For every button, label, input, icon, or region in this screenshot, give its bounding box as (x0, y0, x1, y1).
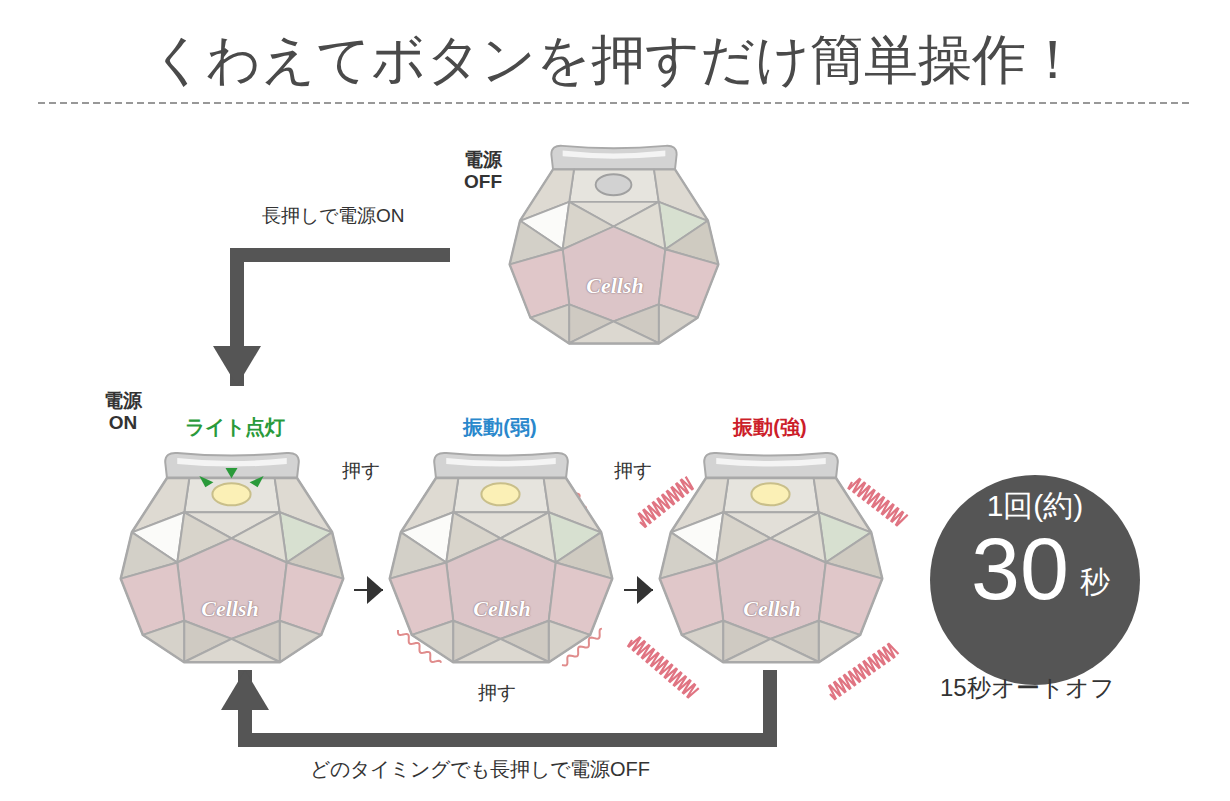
edge-label: 押す (614, 460, 652, 483)
device-state: 電源 OFF Cellsh (450, 143, 725, 348)
edge-label: 押す (478, 682, 516, 705)
state-label: 振動(強) (695, 416, 845, 439)
page-title: くわえてボタンを押すだけ簡単操作！ (0, 28, 1230, 93)
vibration-waves (398, 477, 908, 699)
state-label: 振動(弱) (425, 416, 575, 439)
device-illustration (658, 450, 884, 666)
device-state: 振動(弱) Cellsh (385, 414, 620, 670)
auto-off-note: 15秒オートオフ (940, 674, 1115, 703)
flow-arrow (237, 255, 450, 386)
dashed-rule (38, 102, 1192, 104)
edge-label: 押す (342, 460, 380, 483)
note-text: どのタイミングでも長押しで電源OFF (310, 757, 650, 781)
device-state: 振動(強) Cellsh (655, 414, 890, 670)
flow-arrow (624, 589, 653, 591)
duration-badge: 1回(約)30秒 (930, 475, 1140, 685)
flow-arrow (354, 589, 383, 591)
state-label: ライト点灯 (165, 416, 305, 439)
big-number: 30 (960, 525, 1080, 613)
brand-logo: Cellsh (175, 596, 285, 622)
strong-wave (628, 637, 699, 697)
device-illustration (388, 450, 614, 666)
brand-logo: Cellsh (717, 596, 827, 622)
badge-text: 1回(約) (950, 489, 1120, 524)
brand-logo: Cellsh (447, 596, 557, 622)
edge-label: 長押しで電源ON (262, 205, 405, 228)
badge-text: 秒 (1080, 565, 1120, 600)
device-illustration (119, 450, 345, 666)
brand-logo: Cellsh (560, 273, 670, 299)
device-illustration (508, 143, 720, 347)
state-label: 電源 OFF (454, 149, 512, 193)
device-state: 電源 ON ライト点灯 Cellsh (95, 386, 350, 670)
state-label: 電源 ON (95, 390, 151, 434)
strong-wave (829, 644, 898, 699)
flow-arrow (245, 670, 770, 740)
